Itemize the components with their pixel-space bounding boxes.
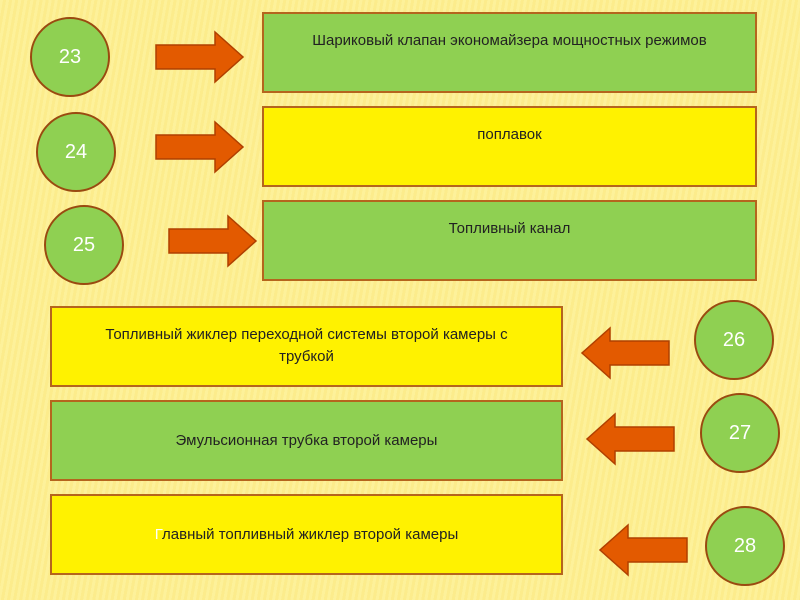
label-text: Топливный канал: [448, 220, 571, 237]
arrow-left-icon: [580, 326, 670, 380]
label-box-27: Эмульсионная трубка второй камеры: [50, 400, 563, 481]
arrow-right-icon: [168, 214, 258, 268]
label-text: Главный топливный жиклер второй камеры: [155, 524, 459, 573]
arrow-left-icon: [585, 412, 675, 466]
label-box-26: Топливный жиклер переходной системы втор…: [50, 306, 563, 387]
number: 26: [722, 328, 746, 351]
number-circle-28: 28: [705, 506, 785, 586]
label-box-23: Шариковый клапан экономайзера мощностных…: [262, 12, 757, 93]
number: 27: [728, 421, 752, 444]
label-rest: лавный топливный жиклер второй камеры: [162, 526, 459, 543]
number: 24: [64, 140, 88, 163]
number-circle-27: 27: [700, 393, 780, 473]
label-box-25: Топливный канал: [262, 200, 757, 281]
label-text: поплавок: [477, 126, 542, 143]
number-circle-24: 24: [36, 112, 116, 192]
label-first-letter: Г: [154, 526, 163, 543]
label-text: Шариковый клапан экономайзера мощностных…: [312, 32, 707, 49]
number: 23: [58, 45, 82, 68]
arrow-left-icon: [598, 523, 688, 577]
arrow-right-icon: [155, 120, 245, 174]
number-circle-26: 26: [694, 300, 774, 380]
label-text: Эмульсионная трубка второй камеры: [175, 432, 438, 449]
number-circle-25: 25: [44, 205, 124, 285]
label-box-28: Главный топливный жиклер второй камеры: [50, 494, 563, 575]
number-circle-23: 23: [30, 17, 110, 97]
arrow-right-icon: [155, 30, 245, 84]
label-text: Топливный жиклер переходной системы втор…: [105, 326, 508, 365]
label-box-24: поплавок: [262, 106, 757, 187]
number: 25: [72, 233, 96, 256]
number: 28: [733, 534, 757, 557]
